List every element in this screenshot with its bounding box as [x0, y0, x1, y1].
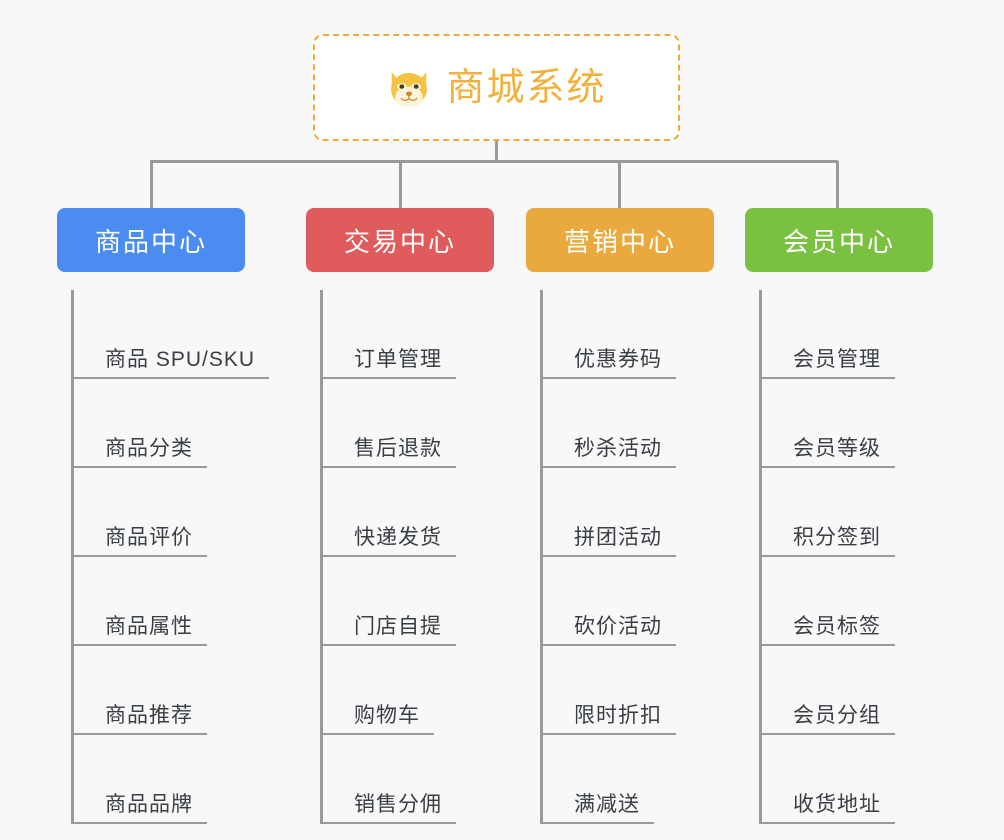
list-item[interactable]: 商品 SPU/SKU	[57, 290, 270, 379]
trunk-line-3	[540, 290, 543, 824]
category-column-3: 营销中心 优惠券码 秒杀活动 拼团活动 砍价活动 限时折扣 满减送	[526, 208, 714, 824]
leaf-label: 秒杀活动	[574, 436, 662, 460]
leaf-label: 会员标签	[793, 614, 881, 638]
leaf-label: 积分签到	[793, 525, 881, 549]
list-item[interactable]: 会员标签	[745, 557, 933, 646]
leaf-label: 优惠券码	[574, 347, 662, 371]
leaf-label: 会员等级	[793, 436, 881, 460]
leaf-label: 满减送	[574, 792, 640, 816]
leaf-label: 限时折扣	[574, 703, 662, 727]
leaf-label: 快递发货	[354, 525, 442, 549]
list-item[interactable]: 订单管理	[306, 290, 494, 379]
list-item[interactable]: 商品属性	[57, 557, 245, 646]
list-item[interactable]: 收货地址	[745, 735, 933, 824]
leaf-label: 砍价活动	[574, 614, 662, 638]
list-item[interactable]: 销售分佣	[306, 735, 494, 824]
list-item[interactable]: 满减送	[526, 735, 714, 824]
leaf-label: 门店自提	[354, 614, 442, 638]
category-column-1: 商品中心 商品 SPU/SKU 商品分类 商品评价 商品属性 商品推荐 商品品牌	[57, 208, 270, 824]
leaf-label: 售后退款	[354, 436, 442, 460]
list-item[interactable]: 快递发货	[306, 468, 494, 557]
list-item[interactable]: 商品品牌	[57, 735, 245, 824]
list-item[interactable]: 商品推荐	[57, 646, 245, 735]
leaf-label: 商品评价	[105, 525, 193, 549]
root-node[interactable]: 商城系统	[313, 34, 680, 141]
list-item[interactable]: 门店自提	[306, 557, 494, 646]
list-item[interactable]: 拼团活动	[526, 468, 714, 557]
leaf-label: 会员管理	[793, 347, 881, 371]
category-header-营销中心[interactable]: 营销中心	[526, 208, 714, 272]
list-item[interactable]: 会员等级	[745, 379, 933, 468]
leaf-label: 收货地址	[793, 792, 881, 816]
dog-face-icon	[391, 71, 428, 107]
category-header-交易中心[interactable]: 交易中心	[306, 208, 494, 272]
trunk-line-4	[759, 290, 762, 824]
leaf-list-1: 商品 SPU/SKU 商品分类 商品评价 商品属性 商品推荐 商品品牌	[57, 290, 270, 824]
leaf-label: 商品属性	[105, 614, 193, 638]
list-item[interactable]: 优惠券码	[526, 290, 714, 379]
leaf-list-4: 会员管理 会员等级 积分签到 会员标签 会员分组 收货地址	[745, 290, 933, 824]
list-item[interactable]: 限时折扣	[526, 646, 714, 735]
leaf-label: 订单管理	[354, 347, 442, 371]
list-item[interactable]: 积分签到	[745, 468, 933, 557]
category-header-会员中心[interactable]: 会员中心	[745, 208, 933, 272]
root-title: 商城系统	[446, 66, 607, 109]
list-item[interactable]: 购物车	[306, 646, 494, 735]
list-item[interactable]: 会员管理	[745, 290, 933, 379]
category-column-2: 交易中心 订单管理 售后退款 快递发货 门店自提 购物车 销售分佣	[306, 208, 494, 824]
list-item[interactable]: 商品分类	[57, 379, 245, 468]
list-item[interactable]: 砍价活动	[526, 557, 714, 646]
leaf-label: 会员分组	[793, 703, 881, 727]
leaf-label: 商品分类	[105, 436, 193, 460]
leaf-label: 商品推荐	[105, 703, 193, 727]
leaf-list-2: 订单管理 售后退款 快递发货 门店自提 购物车 销售分佣	[306, 290, 494, 824]
leaf-list-3: 优惠券码 秒杀活动 拼团活动 砍价活动 限时折扣 满减送	[526, 290, 714, 824]
list-item[interactable]: 秒杀活动	[526, 379, 714, 468]
list-item[interactable]: 会员分组	[745, 646, 933, 735]
leaf-label: 购物车	[354, 703, 420, 727]
trunk-line-1	[71, 290, 74, 824]
category-column-4: 会员中心 会员管理 会员等级 积分签到 会员标签 会员分组 收货地址	[745, 208, 933, 824]
trunk-line-2	[320, 290, 323, 824]
leaf-label: 销售分佣	[354, 792, 442, 816]
leaf-label: 商品品牌	[105, 792, 193, 816]
leaf-label: 商品 SPU/SKU	[105, 347, 256, 371]
leaf-label: 拼团活动	[574, 525, 662, 549]
list-item[interactable]: 商品评价	[57, 468, 245, 557]
category-header-商品中心[interactable]: 商品中心	[57, 208, 245, 272]
list-item[interactable]: 售后退款	[306, 379, 494, 468]
